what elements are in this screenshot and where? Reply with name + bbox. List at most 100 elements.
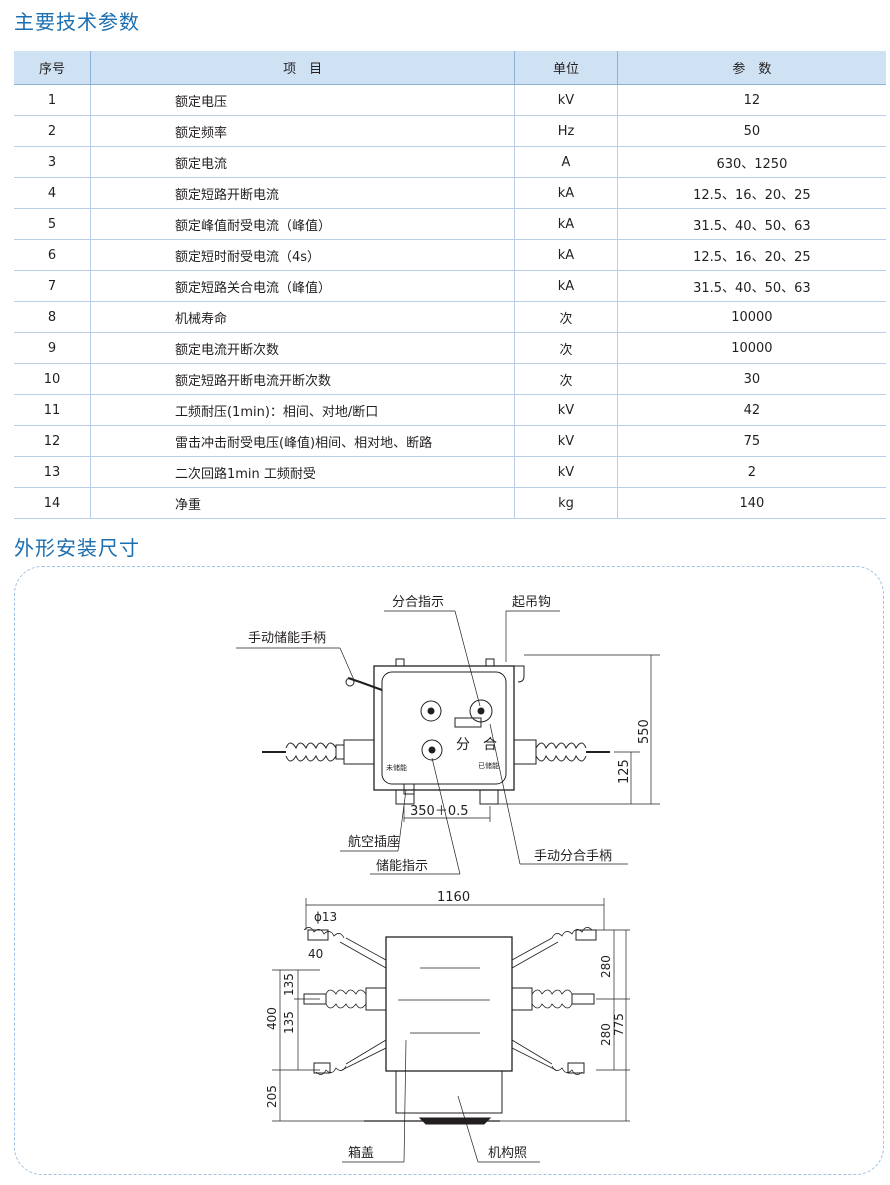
header-unit: 单位 [514,51,618,85]
dial-charge [420,700,442,722]
dim-205: 205 [265,1085,279,1108]
terminal-bot-left [313,1062,331,1074]
row-unit: kA [514,239,618,271]
dial-center [477,707,485,715]
row-value: 12.5、16、20、25 [617,239,886,271]
dim-40: 40 [308,947,323,961]
header-index: 序号 [14,51,91,85]
label-charged: 已储能 [478,761,499,770]
row-value: 42 [617,394,886,426]
row-item: 额定电流开断次数 [90,332,516,364]
row-item: 额定峰值耐受电流（峰值） [90,208,516,240]
terminal-mid-right [571,993,595,1005]
row-value: 30 [617,363,886,395]
label-manual-open-close-handle: 手动分合手柄 [534,849,612,864]
right-flange [513,739,537,765]
row-index: 14 [14,487,91,519]
dim-phi13: ϕ13 [314,910,337,924]
label-fen: 分 [456,737,470,753]
left-bushing-sheds [285,742,337,762]
row-item: 额定频率 [90,115,516,147]
label-lifting-hook: 起吊钩 [512,595,551,610]
row-value: 75 [617,425,886,457]
charge-handle-knob [345,677,355,687]
section-title-dimensions: 外形安装尺寸 [14,536,140,560]
row-value: 2 [617,456,886,488]
dial-charge-indicator [421,739,443,761]
front-box [373,665,515,791]
row-unit: kA [514,270,618,302]
dim-350: 350＋0.5 [410,804,469,819]
row-item: 额定短路关合电流（峰值） [90,270,516,302]
row-value: 12.5、16、20、25 [617,177,886,209]
mechanism-box [395,1070,503,1114]
left-flange [343,739,375,765]
drawing-frame [14,566,884,1175]
row-item: 额定短路开断电流 [90,177,516,209]
header-item: 项 目 [90,51,516,85]
dim-280-a: 280 [599,955,613,978]
label-charge-indicator: 储能指示 [376,859,428,874]
row-value: 140 [617,487,886,519]
row-index: 3 [14,146,91,178]
row-item: 额定短路开断电流开断次数 [90,363,516,395]
front-view [236,610,660,875]
row-value: 630、1250 [617,146,886,178]
row-item: 二次回路1min 工频耐受 [90,456,516,488]
row-value: 31.5、40、50、63 [617,270,886,302]
dial-center [428,746,436,754]
row-value: 10000 [617,301,886,333]
row-value: 31.5、40、50、63 [617,208,886,240]
terminal-bot-right [567,1062,585,1074]
dim-135-a: 135 [282,973,296,996]
row-unit: A [514,146,618,178]
row-index: 11 [14,394,91,426]
dial-center [427,707,435,715]
row-index: 5 [14,208,91,240]
row-value: 12 [617,84,886,116]
base-foot-right [479,789,499,805]
row-unit: kA [514,208,618,240]
row-index: 9 [14,332,91,364]
row-item: 工频耐压(1min)：相间、对地/断口 [90,394,516,426]
row-unit: kV [514,425,618,457]
row-index: 8 [14,301,91,333]
right-bushing-sheds [535,742,587,762]
label-box-cover: 箱盖 [348,1145,374,1161]
row-item: 额定电流 [90,146,516,178]
row-value: 50 [617,115,886,147]
lifting-hook-shape [514,665,525,683]
row-unit: 次 [514,332,618,364]
dim-125: 125 [617,759,632,784]
base-foot-left [395,789,415,805]
label-not-charged: 未储能 [386,763,407,772]
row-item: 机械寿命 [90,301,516,333]
label-mechanism: 机构照 [488,1146,527,1161]
row-unit: kV [514,84,618,116]
row-index: 6 [14,239,91,271]
row-unit: kA [514,177,618,209]
terminal-top-right [575,929,597,941]
header-value: 参 数 [617,51,886,85]
row-item: 雷击冲击耐受电压(峰值)相间、相对地、断路 [90,425,516,457]
row-unit: 次 [514,301,618,333]
open-close-lever [454,717,482,728]
charge-handle-shape [347,677,383,691]
row-item: 额定电压 [90,84,516,116]
dim-1160: 1160 [437,890,470,905]
label-he: 合 [483,737,497,753]
label-aviation-socket: 航空插座 [348,834,400,850]
row-value: 10000 [617,332,886,364]
row-item: 额定短时耐受电流（4s） [90,239,516,271]
